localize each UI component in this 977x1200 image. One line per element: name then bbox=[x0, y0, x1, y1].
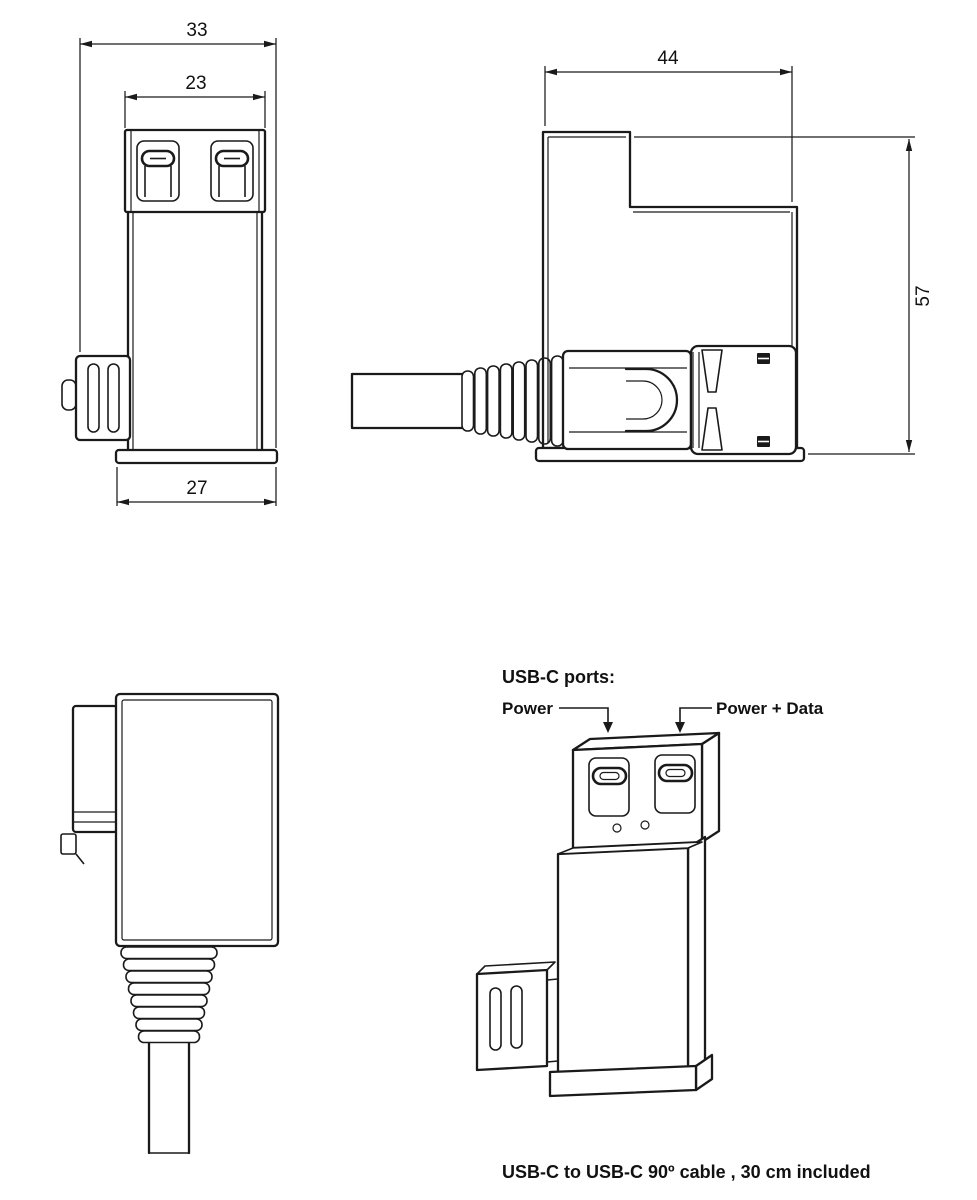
front-main-body bbox=[114, 210, 279, 465]
connector-block bbox=[74, 354, 132, 442]
dim-overall-width: 33 bbox=[79, 20, 277, 448]
power-data-label: Power + Data bbox=[716, 699, 824, 718]
iso-side-connector bbox=[475, 961, 559, 1072]
side-receptacle bbox=[689, 344, 798, 456]
power-data-callout: Power + Data bbox=[675, 699, 824, 733]
body-step-ledge bbox=[557, 841, 703, 855]
front-port-housing bbox=[123, 128, 267, 214]
lower-side-view bbox=[60, 692, 280, 1155]
port-housing-outline bbox=[123, 128, 267, 214]
plug-shell-section bbox=[624, 367, 679, 433]
usb-c-inner bbox=[665, 768, 686, 778]
dim-44-label: 44 bbox=[657, 48, 679, 69]
lower-body-outline bbox=[114, 692, 280, 948]
connector-hook-line bbox=[75, 853, 85, 865]
port-side-walls bbox=[218, 166, 246, 197]
lower-cable bbox=[147, 1041, 191, 1155]
screw-hole-left bbox=[612, 823, 622, 833]
dim-23-label: 23 bbox=[185, 73, 206, 94]
cable-plug-body bbox=[561, 349, 693, 451]
usb-c-inner bbox=[599, 771, 620, 781]
isometric-view: USB-C ports: Power Power + Data bbox=[475, 667, 871, 1182]
body-front-face bbox=[556, 846, 690, 1080]
power-leader-line bbox=[559, 707, 609, 722]
bottom-flange bbox=[114, 448, 279, 465]
lower-strain-relief bbox=[120, 946, 218, 1044]
usb-c-port-right bbox=[210, 140, 254, 202]
usb-c-oval bbox=[657, 763, 694, 783]
usb-c-oval bbox=[591, 766, 628, 786]
dim-port-housing-width: 23 bbox=[124, 73, 266, 128]
port-slot bbox=[588, 757, 630, 817]
power-data-leader-line bbox=[679, 707, 712, 722]
dim-height: 57 bbox=[634, 136, 934, 455]
usb-c-port-left bbox=[136, 140, 180, 202]
front-side-connector bbox=[61, 354, 132, 442]
mating-face-lines bbox=[692, 352, 700, 448]
power-data-arrow-icon bbox=[675, 722, 685, 733]
port-side-walls bbox=[144, 166, 172, 197]
port-slot bbox=[136, 140, 180, 202]
power-label: Power bbox=[502, 699, 553, 718]
dim-33-label: 33 bbox=[186, 20, 207, 41]
iso-usb-c-port-left bbox=[588, 757, 630, 817]
connector-front-face bbox=[475, 968, 549, 1072]
lower-connector bbox=[60, 704, 119, 865]
front-view: 33 23 bbox=[61, 20, 279, 506]
connector-latch-bump bbox=[61, 379, 77, 411]
latch-spring-top bbox=[701, 349, 723, 393]
side-body-inner-lines bbox=[547, 136, 793, 443]
port-slot bbox=[654, 754, 696, 814]
dim-base-width: 27 bbox=[116, 467, 277, 506]
port-slot bbox=[210, 140, 254, 202]
connector-slot-left bbox=[489, 987, 502, 1051]
connector-bridge-lines bbox=[546, 978, 559, 1063]
strain-relief-ribs bbox=[461, 355, 564, 447]
cable-outline bbox=[350, 372, 464, 430]
iso-usb-c-port-right bbox=[654, 754, 696, 814]
dim-depth: 44 bbox=[544, 48, 793, 202]
connector-slot-right bbox=[510, 985, 523, 1049]
iso-device bbox=[475, 731, 721, 1098]
body-walls bbox=[126, 210, 264, 452]
latch-spring-bottom bbox=[701, 407, 723, 451]
dim-57-label: 57 bbox=[913, 285, 934, 306]
plug-shell-inner bbox=[626, 380, 663, 420]
dim-44-extension-lines bbox=[544, 66, 793, 202]
cable-caption: USB-C to USB-C 90º cable , 30 cm include… bbox=[502, 1162, 871, 1182]
ports-heading: USB-C ports: bbox=[502, 667, 615, 687]
body-inner-walls bbox=[132, 212, 258, 450]
power-arrow-icon bbox=[603, 722, 613, 733]
dim-33-extension-lines bbox=[79, 38, 277, 448]
connector-slot-right bbox=[107, 363, 120, 433]
connector-slot-left bbox=[87, 363, 100, 433]
side-view: 44 bbox=[350, 48, 934, 463]
power-callout: Power bbox=[502, 699, 613, 733]
dim-57-extension-lines bbox=[634, 136, 915, 455]
flange-front-face bbox=[548, 1064, 698, 1098]
cable-edges bbox=[147, 1041, 191, 1155]
connector-block-side bbox=[71, 704, 119, 834]
connector-latch-piece bbox=[60, 833, 77, 855]
housing-right-face bbox=[700, 731, 721, 844]
port-housing-walls bbox=[130, 130, 260, 212]
body-right-face bbox=[686, 835, 707, 1074]
dim-27-label: 27 bbox=[186, 478, 207, 499]
lower-body bbox=[114, 692, 280, 948]
screw-hole-right bbox=[640, 820, 650, 830]
connector-detail-lines bbox=[73, 811, 117, 823]
side-cable-assembly bbox=[350, 349, 693, 451]
lower-body-inner bbox=[121, 699, 273, 941]
